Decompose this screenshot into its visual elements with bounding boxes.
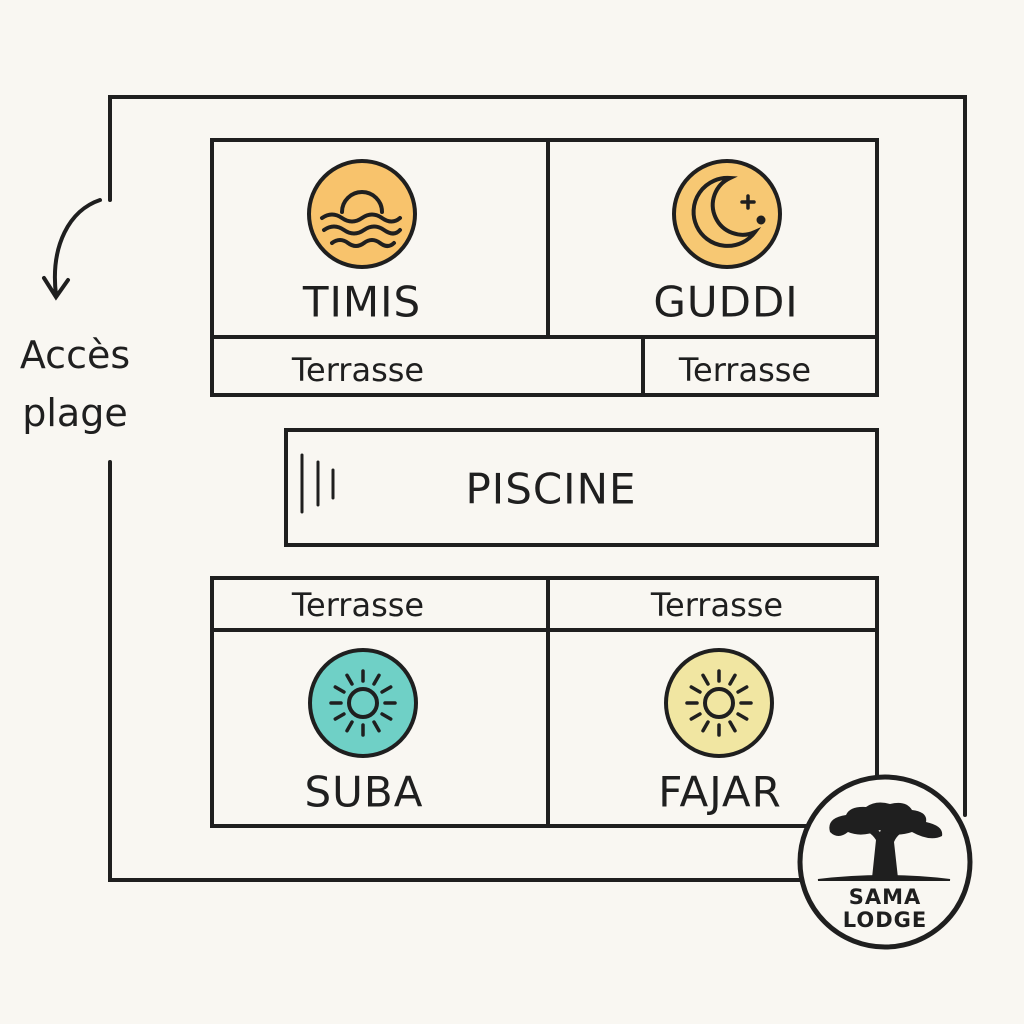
beach-arrow-icon [42, 198, 102, 301]
bottom-block-outline [210, 576, 879, 828]
sun-ray [736, 685, 749, 694]
sun-icon [308, 648, 418, 758]
sun-ray [689, 712, 702, 721]
sun-ray [728, 673, 737, 686]
moon-star-icon [672, 159, 782, 269]
room-label-guddi: GUDDI [653, 277, 799, 327]
beach-access-line1: Accès [19, 333, 131, 377]
sun-ray [728, 720, 737, 733]
terrace-label: Terrasse [650, 586, 784, 624]
beach-access-label: Accès plage [20, 326, 130, 442]
sun-ray [372, 673, 381, 686]
beach-access-line2: plage [22, 391, 128, 435]
sun-ray [380, 712, 393, 721]
room-label-timis: TIMIS [302, 277, 422, 327]
terrace-label: Terrasse [291, 586, 425, 624]
sun-ray [372, 720, 381, 733]
pool-water-marks [300, 453, 335, 514]
room-label-suba: SUBA [304, 767, 424, 817]
sun-ray [345, 673, 354, 686]
outer-wall [108, 95, 967, 882]
logo-line1: SAMA [848, 885, 922, 909]
sun-ray [736, 712, 749, 721]
pool-outline [284, 428, 879, 547]
sun-ray [689, 685, 702, 694]
sun-ray [380, 685, 393, 694]
sama-lodge-logo [797, 774, 973, 950]
sun-ray [701, 673, 710, 686]
sun-ray [345, 720, 354, 733]
sun-ray [333, 712, 346, 721]
terrace-label: Terrasse [678, 351, 812, 389]
sun-ray [701, 720, 710, 733]
terrace-label: Terrasse [291, 351, 425, 389]
sun-icon [664, 648, 774, 758]
sunset-over-waves-icon [307, 159, 417, 269]
room-label-fajar: FAJAR [658, 767, 782, 817]
logo-text: SAMA LODGE [843, 886, 928, 932]
top-block-outline [210, 138, 879, 397]
top-dividers [210, 138, 879, 397]
sun-ray [333, 685, 346, 694]
pool-label: PISCINE [465, 464, 637, 514]
logo-line2: LODGE [842, 908, 928, 932]
